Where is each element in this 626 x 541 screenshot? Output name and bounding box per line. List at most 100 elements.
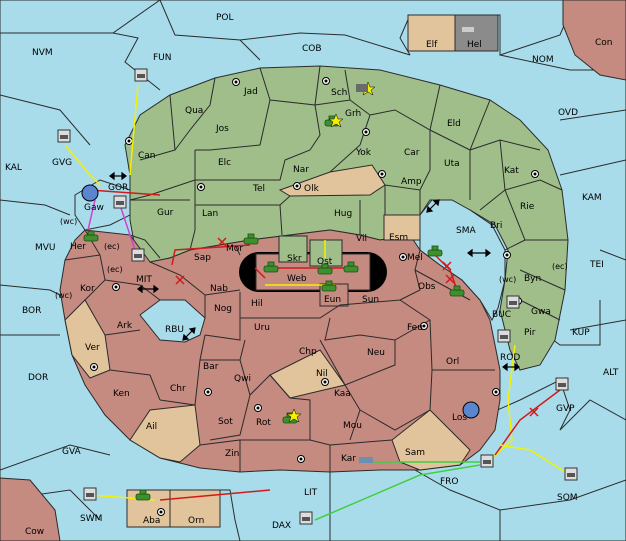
- label-lit: LIT: [304, 488, 318, 498]
- sea-rbu-bay: [139, 299, 206, 343]
- double-arrow-icon: [182, 327, 196, 341]
- label-mel: Mel: [407, 253, 423, 263]
- label-ost: Ost: [317, 257, 333, 267]
- double-arrow-icon: [467, 248, 491, 258]
- label-gva: GVA: [62, 447, 82, 457]
- label-sam: Sam: [405, 448, 425, 458]
- supply-center-icon: [322, 77, 330, 85]
- red-borders: [64, 229, 495, 472]
- x-mark-icon: [442, 261, 452, 271]
- label-tei: TEI: [589, 260, 604, 270]
- label-orn: Orn: [188, 516, 204, 526]
- label-esm: Esm: [389, 233, 408, 243]
- coast-ec: (ec): [104, 242, 120, 251]
- label-chr: Chr: [170, 384, 186, 394]
- label-skr: Skr: [287, 254, 302, 264]
- label-lan: Lan: [202, 209, 218, 219]
- label-sap: Sap: [194, 253, 211, 263]
- label-gvg: GVG: [52, 158, 72, 168]
- label-fun: FUN: [153, 53, 172, 63]
- move-orders: [64, 84, 571, 521]
- label-pir: Pir: [524, 328, 536, 338]
- label-buc: BUC: [492, 310, 511, 320]
- label-yok: Yok: [355, 148, 372, 158]
- label-gvp: GVP: [556, 404, 575, 414]
- label-nil: Nil: [316, 369, 328, 379]
- region-ost[interactable]: [309, 239, 343, 267]
- label-nab: Nab: [210, 284, 228, 294]
- label-amp: Amp: [401, 177, 422, 187]
- region-cow[interactable]: [0, 477, 61, 541]
- region-orn[interactable]: [169, 489, 221, 528]
- double-arrow-icon: [426, 199, 440, 213]
- ship-icon: [506, 295, 520, 309]
- tank-icon: [243, 233, 259, 245]
- label-ail: Ail: [146, 422, 157, 432]
- label-som: SOM: [557, 493, 578, 503]
- label-sot: Sot: [218, 417, 233, 427]
- label-fro: FRO: [440, 477, 459, 487]
- green-borders: [129, 65, 568, 321]
- label-alt: ALT: [603, 368, 619, 378]
- label-jad: Jad: [243, 87, 258, 97]
- label-nog: Nog: [214, 304, 232, 314]
- coast-labels: (wc) (ec) (ec) (wc) (wc) (ec): [55, 217, 568, 300]
- label-dor: DOR: [28, 373, 48, 383]
- label-nvm: NVM: [32, 48, 53, 58]
- label-kaa: Kaa: [334, 389, 351, 399]
- ship-icon: [83, 487, 97, 501]
- label-ken: Ken: [113, 389, 130, 399]
- label-gwa: Gwa: [531, 307, 551, 317]
- label-rod: ROD: [500, 353, 520, 363]
- label-cow: Cow: [25, 527, 44, 537]
- supply-centers: [90, 77, 539, 516]
- ship-icon: [359, 457, 373, 463]
- x-mark-icon: [175, 275, 185, 285]
- army-units[interactable]: [83, 115, 465, 501]
- fleet-units[interactable]: [57, 22, 578, 525]
- coast-ec: (ec): [552, 262, 568, 271]
- label-gaw: Gaw: [84, 203, 104, 213]
- tank-icon: [449, 285, 465, 297]
- tank-icon: [135, 489, 151, 501]
- ship-icon: [134, 68, 148, 82]
- supply-center-icon: [90, 363, 98, 371]
- label-los: Los: [452, 413, 467, 423]
- supply-center-icon: [399, 253, 407, 261]
- label-web: Web: [287, 274, 307, 284]
- label-her: Her: [70, 242, 86, 252]
- label-ovd: OVD: [558, 108, 578, 118]
- label-tel: Tel: [252, 184, 265, 194]
- los-marker: [462, 401, 480, 419]
- label-dax: DAX: [272, 521, 291, 531]
- label-qwi: Qwi: [234, 374, 251, 384]
- sea-sma-bay: [419, 199, 506, 322]
- supply-center-icon: [157, 508, 165, 516]
- label-zin: Zin: [225, 449, 239, 459]
- gaw-marker: [81, 184, 99, 202]
- supply-center-icon: [378, 170, 386, 178]
- retreat-marks: [175, 237, 539, 417]
- supply-center-icon: [321, 378, 329, 386]
- coast-wc: (wc): [499, 275, 516, 284]
- label-rot: Rot: [256, 418, 271, 428]
- label-kal: KAL: [5, 163, 22, 173]
- coast-wc: (wc): [55, 291, 72, 300]
- supply-center-icon: [293, 182, 301, 190]
- ship-icon: [497, 329, 511, 343]
- region-con[interactable]: [562, 0, 626, 81]
- label-qua: Qua: [185, 106, 203, 116]
- supply-center-icon: [362, 128, 370, 136]
- region-skr[interactable]: [278, 235, 308, 263]
- label-grh: Grh: [345, 109, 361, 119]
- x-mark-icon: [445, 274, 455, 284]
- label-kam: KAM: [582, 193, 602, 203]
- label-jos: Jos: [215, 124, 229, 134]
- ship-icon: [564, 467, 578, 481]
- coast-wc: (wc): [60, 217, 77, 226]
- label-vil: Vil: [356, 234, 367, 244]
- ship-icon: [480, 454, 494, 468]
- label-chp: Chp: [299, 347, 317, 357]
- supply-center-icon: [125, 137, 133, 145]
